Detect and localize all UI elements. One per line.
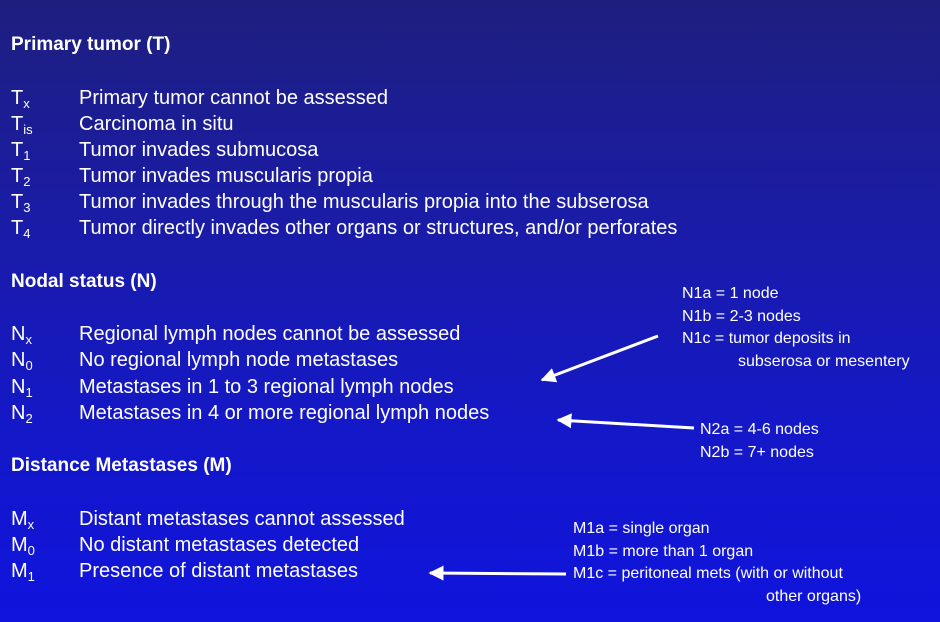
stage-code: Nx: [11, 323, 32, 347]
arrow-to-n2: [556, 413, 695, 430]
stage-description: Tumor invades through the muscularis pro…: [79, 191, 649, 213]
arrow-to-m1: [428, 565, 567, 581]
arrow-to-n1: [540, 334, 659, 383]
stage-code: T4: [11, 217, 31, 241]
note-continuation: subserosa or mesentery: [738, 352, 910, 370]
stage-description: Tumor invades muscularis propia: [79, 165, 373, 187]
stage-code: N1: [11, 376, 33, 400]
stage-description: Metastases in 4 or more regional lymph n…: [79, 402, 490, 424]
stage-code: Tis: [11, 113, 33, 137]
stage-code: N0: [11, 349, 33, 373]
note-line: N2a = 4-6 nodes: [700, 421, 819, 438]
note-n2-substages: N2a = 4-6 nodes N2b = 7+ nodes: [700, 419, 819, 464]
heading-primary-tumor: Primary tumor (T): [11, 34, 171, 55]
note-continuation: other organs): [766, 587, 862, 605]
heading-nodal-status: Nodal status (N): [11, 271, 157, 292]
stage-description: No regional lymph node metastases: [79, 349, 399, 371]
note-line: M1c = peritoneal mets (with or without: [573, 565, 843, 582]
note-line: N1a = 1 node: [682, 285, 779, 302]
heading-distance-metastases: Distance Metastases (M): [11, 455, 232, 476]
stage-description: Metastases in 1 to 3 regional lymph node…: [79, 376, 454, 398]
stage-description: Tumor directly invades other organs or s…: [79, 217, 678, 239]
stage-code: T1: [11, 139, 31, 163]
stage-code: M1: [11, 560, 35, 584]
note-line: M1b = more than 1 organ: [573, 542, 754, 560]
note-n1-substages: N1a = 1 node N1b = 2-3 nodes N1c = tumor…: [682, 283, 910, 373]
note-m1-substages: M1a = single organ M1b = more than 1 org…: [573, 518, 861, 608]
stage-description: Primary tumor cannot be assessed: [79, 87, 389, 109]
note-line: M1a = single organ: [573, 520, 710, 537]
note-line: N1b = 2-3 nodes: [682, 307, 801, 325]
note-line: N1c = tumor deposits in: [682, 330, 851, 347]
stage-description: Distant metastases cannot assessed: [79, 508, 405, 530]
stage-code: N2: [11, 402, 33, 426]
note-line: N2b = 7+ nodes: [700, 443, 814, 461]
stage-code: T2: [11, 165, 31, 189]
stage-description: Carcinoma in situ: [79, 113, 234, 135]
stage-code: T3: [11, 191, 31, 215]
stage-description: Regional lymph nodes cannot be assessed: [79, 323, 461, 345]
stage-code: Mx: [11, 508, 35, 532]
stage-description: Presence of distant metastases: [79, 560, 359, 582]
stage-description: No distant metastases detected: [79, 534, 360, 556]
stage-code: M0: [11, 534, 35, 558]
stage-description: Tumor invades submucosa: [79, 139, 319, 161]
stage-code: Tx: [11, 87, 30, 111]
